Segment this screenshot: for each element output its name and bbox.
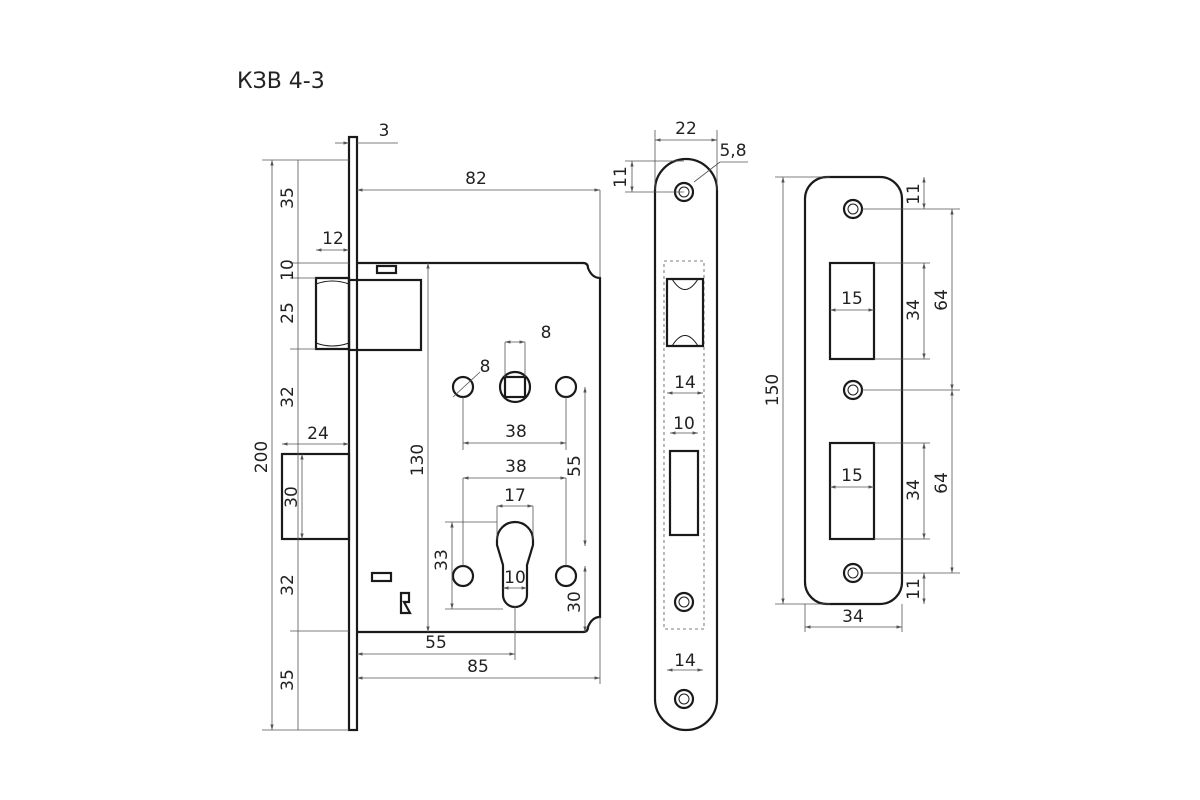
faceplate-bolt-slot (668, 449, 700, 537)
dim-depth-82: 82 (465, 169, 487, 189)
dim-bottom-32: 32 (278, 574, 298, 596)
dim-cylinder-33: 33 (432, 549, 452, 571)
dim-latch-bolt-32: 32 (278, 386, 298, 408)
strike-hole-top (842, 198, 864, 220)
latch-tail (347, 278, 423, 352)
dim-spindle-8: 8 (541, 323, 552, 343)
dim-faceplate-14-bottom: 14 (674, 651, 696, 671)
upper-slot (375, 264, 398, 275)
dim-vertical-55: 55 (565, 455, 585, 477)
dim-strike-64-upper: 64 (932, 289, 952, 311)
dim-bottom-30: 30 (565, 591, 585, 613)
faceplate-hidden-body (663, 260, 705, 630)
faceplate-view: 22 5,8 11 14 10 14 (611, 119, 748, 732)
strike-outline (803, 175, 904, 606)
dim-bolt-30: 30 (282, 486, 302, 508)
dim-strike-34-upper: 34 (904, 299, 924, 321)
dim-faceplate-22: 22 (675, 119, 697, 139)
spindle-square (503, 375, 527, 399)
faceplate-hole-bottom (673, 688, 695, 710)
strike-hole-mid (842, 379, 864, 401)
screw-hole-right-bottom (554, 564, 578, 588)
latch-curve (315, 280, 350, 347)
cylinder-cutout (495, 520, 535, 609)
deadbolt (280, 452, 351, 541)
spindle-hub (498, 370, 532, 404)
dim-faceplate-11: 11 (611, 166, 631, 188)
dim-spacing-38-mid: 38 (505, 457, 527, 477)
latch (314, 276, 351, 351)
dim-gap-10: 10 (278, 259, 298, 281)
dim-overall-85: 85 (467, 657, 489, 677)
dim-strike-34-width: 34 (842, 607, 864, 627)
lever-notch (399, 591, 412, 615)
faceplate-hole-mid (673, 591, 695, 613)
dim-spacing-38-top: 38 (505, 422, 527, 442)
dim-backset-55: 55 (425, 633, 447, 653)
dim-faceplate-hole: 5,8 (719, 141, 746, 161)
dim-cylinder-17: 17 (504, 486, 526, 506)
faceplate-outline (653, 157, 719, 732)
strike-lower-slot (828, 441, 876, 541)
dim-strike-64-lower: 64 (932, 472, 952, 494)
dim-strike-34-lower: 34 (904, 479, 924, 501)
strike-hole-bottom (842, 562, 864, 584)
dim-strike-11-bottom: 11 (904, 578, 924, 600)
dim-body-130: 130 (408, 444, 428, 476)
dim-bottom-35: 35 (278, 669, 298, 691)
dim-hole-8: 8 (480, 357, 491, 377)
dim-faceplate-14: 14 (674, 373, 696, 393)
dim-strike-11-top: 11 (904, 183, 924, 205)
faceplate-edge (347, 135, 359, 732)
lock-body-view: 35 12 10 25 32 24 200 30 32 35 3 82 130 … (252, 121, 602, 732)
dim-top-35: 35 (278, 187, 298, 209)
dim-latch-12: 12 (322, 229, 344, 249)
dim-strike-15-lower: 15 (841, 466, 863, 486)
dim-strike-15-upper: 15 (841, 289, 863, 309)
screw-hole-left-bottom (451, 564, 475, 588)
dim-slot-10: 10 (504, 568, 526, 588)
dim-total-200: 200 (252, 441, 272, 473)
lower-slot (370, 571, 393, 583)
drawing-title: КЗВ 4-3 (237, 69, 325, 94)
dim-bolt-24: 24 (307, 424, 329, 444)
dim-thickness-3: 3 (379, 121, 390, 141)
faceplate-latch-slot (665, 277, 705, 348)
dim-faceplate-10: 10 (673, 414, 695, 434)
lock-case (357, 261, 602, 634)
dim-strike-150: 150 (763, 374, 783, 406)
strike-upper-slot (828, 261, 876, 361)
screw-hole-right-top (554, 375, 578, 399)
dim-latch-25: 25 (278, 302, 298, 324)
strike-plate-view: 150 11 64 34 15 15 34 64 11 34 (763, 175, 960, 632)
